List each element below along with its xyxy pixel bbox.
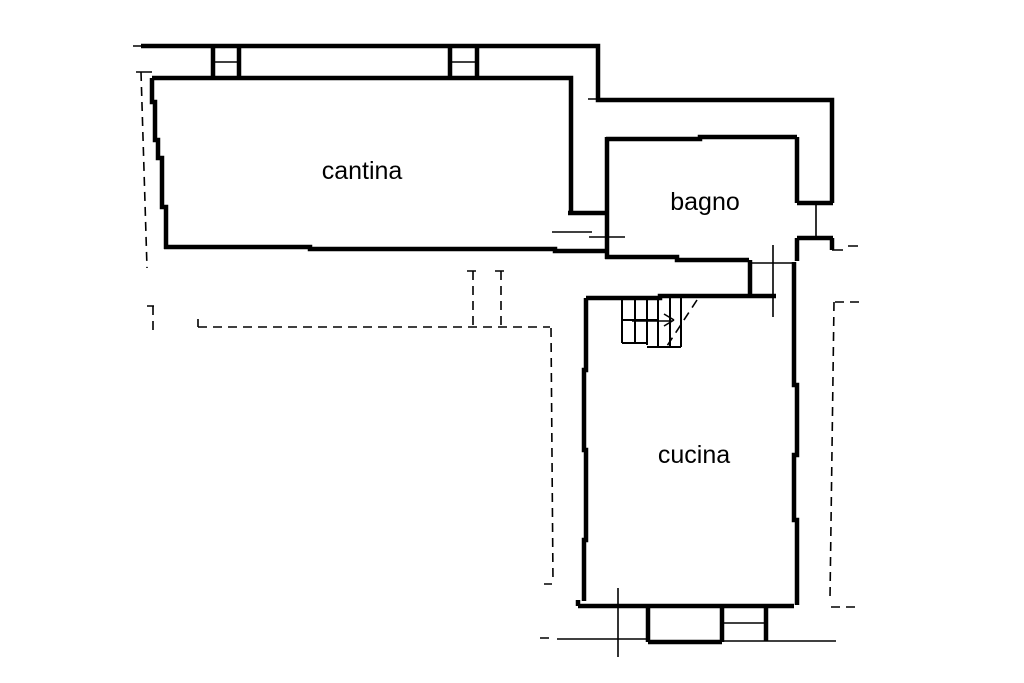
room-label-cucina: cucina (658, 441, 730, 469)
right-boundary-dashed (829, 301, 862, 608)
stair-cut-line-dashed (666, 299, 698, 347)
bagno-right-window-frame (797, 200, 835, 250)
dashed-lines-layer (140, 71, 862, 608)
bagno-walls (604, 134, 800, 263)
left-lower-corner-dashed (147, 305, 154, 334)
cucina-left-wall (575, 298, 589, 606)
cucina-bottom-sill-lines (540, 622, 836, 642)
cucina-right-wall (791, 262, 800, 605)
cantina-left-wall (149, 78, 169, 249)
cantina-bagno-door-marks (552, 231, 625, 238)
top-wall-window-mullions (210, 46, 480, 78)
mid-horizontal-dashed (197, 319, 550, 328)
chimney-dashed-box (467, 270, 507, 328)
walls-layer (141, 43, 835, 645)
room-label-cantina: cantina (322, 157, 403, 185)
room-label-bagno: bagno (670, 188, 740, 216)
wall-lead-in-ticks (133, 45, 614, 100)
thin-lines-layer (133, 45, 858, 657)
room-labels-layer: cantina bagno cucina (322, 157, 740, 469)
cucina-bottom-window-frames (645, 606, 769, 645)
staircase (621, 298, 682, 348)
mid-vertical-dashed (544, 327, 554, 585)
cantina-inner-top-wall (152, 75, 574, 212)
left-boundary-dashed (140, 71, 148, 269)
outer-wall-top (141, 43, 835, 203)
cantina-bottom-wall (164, 244, 608, 254)
stair-treads (621, 298, 682, 348)
stair-direction-arrow (632, 313, 675, 327)
bagno-right-window-mullion (815, 203, 858, 251)
bagno-cucina-door-marks (751, 245, 792, 317)
cucina-top-wall (586, 293, 776, 301)
